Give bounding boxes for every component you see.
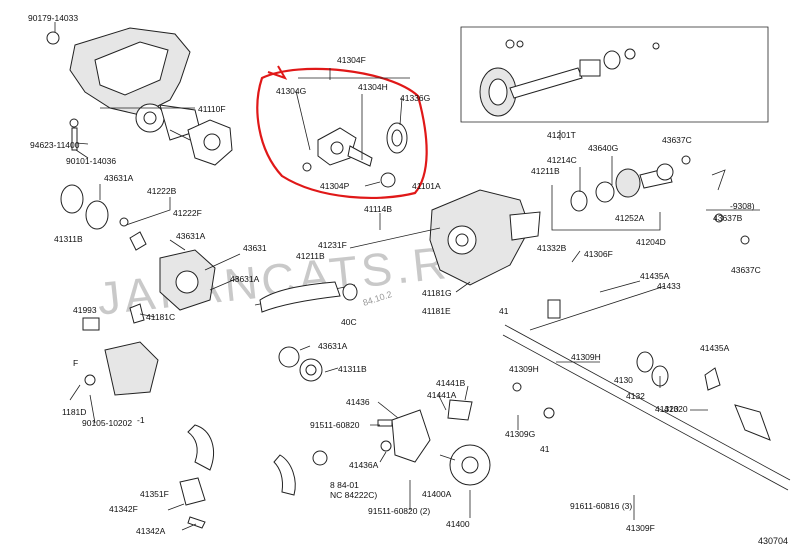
part-label: 40C xyxy=(341,317,357,327)
part-label: 41436A xyxy=(349,460,379,470)
part-label: 4132 xyxy=(626,391,645,401)
part-label: 41110F xyxy=(198,104,226,114)
leader-lines xyxy=(54,22,760,531)
part-label: 94623-11400 xyxy=(30,140,80,150)
diagram-code: 430704 xyxy=(758,536,788,546)
part-label: 41436 xyxy=(346,397,370,407)
part-label: 91511-60820 (2) xyxy=(368,506,430,516)
part-label: 41311B xyxy=(54,234,83,244)
part-label: 43640G xyxy=(588,143,618,153)
carrier-housing-drawing xyxy=(46,27,201,151)
part-label: 41309F xyxy=(626,523,655,533)
part-label: 90179-14033 xyxy=(28,13,78,23)
part-label: 41 xyxy=(499,306,509,316)
part-label: 90101-14036 xyxy=(66,156,116,166)
part-label: -9308) xyxy=(730,201,755,211)
part-label: NC 84222C) xyxy=(330,490,377,500)
part-label: 41400A xyxy=(422,489,452,499)
part-label: 41211B xyxy=(531,166,560,176)
part-label: 41435A xyxy=(640,271,670,281)
part-label: 41222B xyxy=(147,186,177,196)
part-label: 41435A xyxy=(700,343,730,353)
part-label: 41114B xyxy=(364,204,392,214)
part-label: 41214C xyxy=(547,155,577,165)
part-label: 41222F xyxy=(173,208,202,218)
part-label: 4130 xyxy=(614,375,633,385)
part-label: 41304H xyxy=(358,82,388,92)
part-label: 41309H xyxy=(571,352,601,362)
part-label: 8 84-01 xyxy=(330,480,359,490)
part-label: 41311B xyxy=(338,364,367,374)
part-labels: 90179-14033 41110F 94623-11400 90101-140… xyxy=(28,13,761,536)
axle-shaft-drawing xyxy=(502,299,791,491)
part-label: 41433 xyxy=(657,281,681,291)
part-label: 43631A xyxy=(318,341,348,351)
part-label: 41342F xyxy=(109,504,138,514)
part-label: 41351F xyxy=(140,489,169,499)
part-label: 41201T xyxy=(547,130,576,140)
part-label: 41304G xyxy=(276,86,306,96)
part-label: 41304P xyxy=(320,181,350,191)
ring-gear-box xyxy=(460,26,769,123)
part-label: 43631A xyxy=(176,231,206,241)
part-label: 90105-10202 xyxy=(82,418,132,428)
part-label: 41252A xyxy=(615,213,645,223)
part-label: 41993 xyxy=(73,305,97,315)
part-label: 41336G xyxy=(400,93,430,103)
part-label: 43637C xyxy=(731,265,761,275)
knuckle-drawing xyxy=(312,399,491,486)
part-label: 41231F xyxy=(318,240,347,250)
part-label: 1181D xyxy=(62,407,86,417)
part-label: 41306F xyxy=(584,249,613,259)
part-label: 41320 xyxy=(655,404,679,414)
part-label: 41211B xyxy=(296,251,325,261)
lower-left-drawing xyxy=(82,303,296,529)
part-label: 41342A xyxy=(136,526,166,536)
part-label: 41332B xyxy=(537,243,567,253)
part-label: 41309G xyxy=(505,429,535,439)
part-label: 43637C xyxy=(662,135,692,145)
part-label: 91611-60816 (3) xyxy=(570,501,632,511)
part-label: 41181C xyxy=(146,312,175,322)
highlight-tick xyxy=(267,65,288,80)
part-label: 41441B xyxy=(436,378,466,388)
part-label: 41320 xyxy=(664,404,688,414)
part-label: F xyxy=(73,358,78,368)
part-label: 41181G xyxy=(422,288,452,298)
highlight-outline xyxy=(256,67,428,200)
part-label: 43631A xyxy=(104,173,134,183)
part-label: 41441A xyxy=(427,390,457,400)
part-label: 41181E xyxy=(422,306,451,316)
part-label: 41304F xyxy=(337,55,366,65)
part-label: 43631A xyxy=(230,274,260,284)
side-gear-drawing xyxy=(60,184,358,382)
part-label: 41101A xyxy=(412,181,441,191)
part-label: 43637B xyxy=(713,213,743,223)
part-label: 43631 xyxy=(243,243,267,253)
pinion-bearing-drawing xyxy=(570,155,750,245)
differential-case-drawing xyxy=(429,189,541,286)
part-label: 41204D xyxy=(636,237,666,247)
part-label: 41309H xyxy=(509,364,539,374)
part-label: -1 xyxy=(137,415,145,425)
part-label: 41 xyxy=(540,444,550,454)
part-label: 41400 xyxy=(446,519,470,529)
flange-group-drawing xyxy=(302,122,408,188)
part-label: 91511-60820 xyxy=(310,420,360,430)
drive-pinion-drawing xyxy=(169,119,233,166)
